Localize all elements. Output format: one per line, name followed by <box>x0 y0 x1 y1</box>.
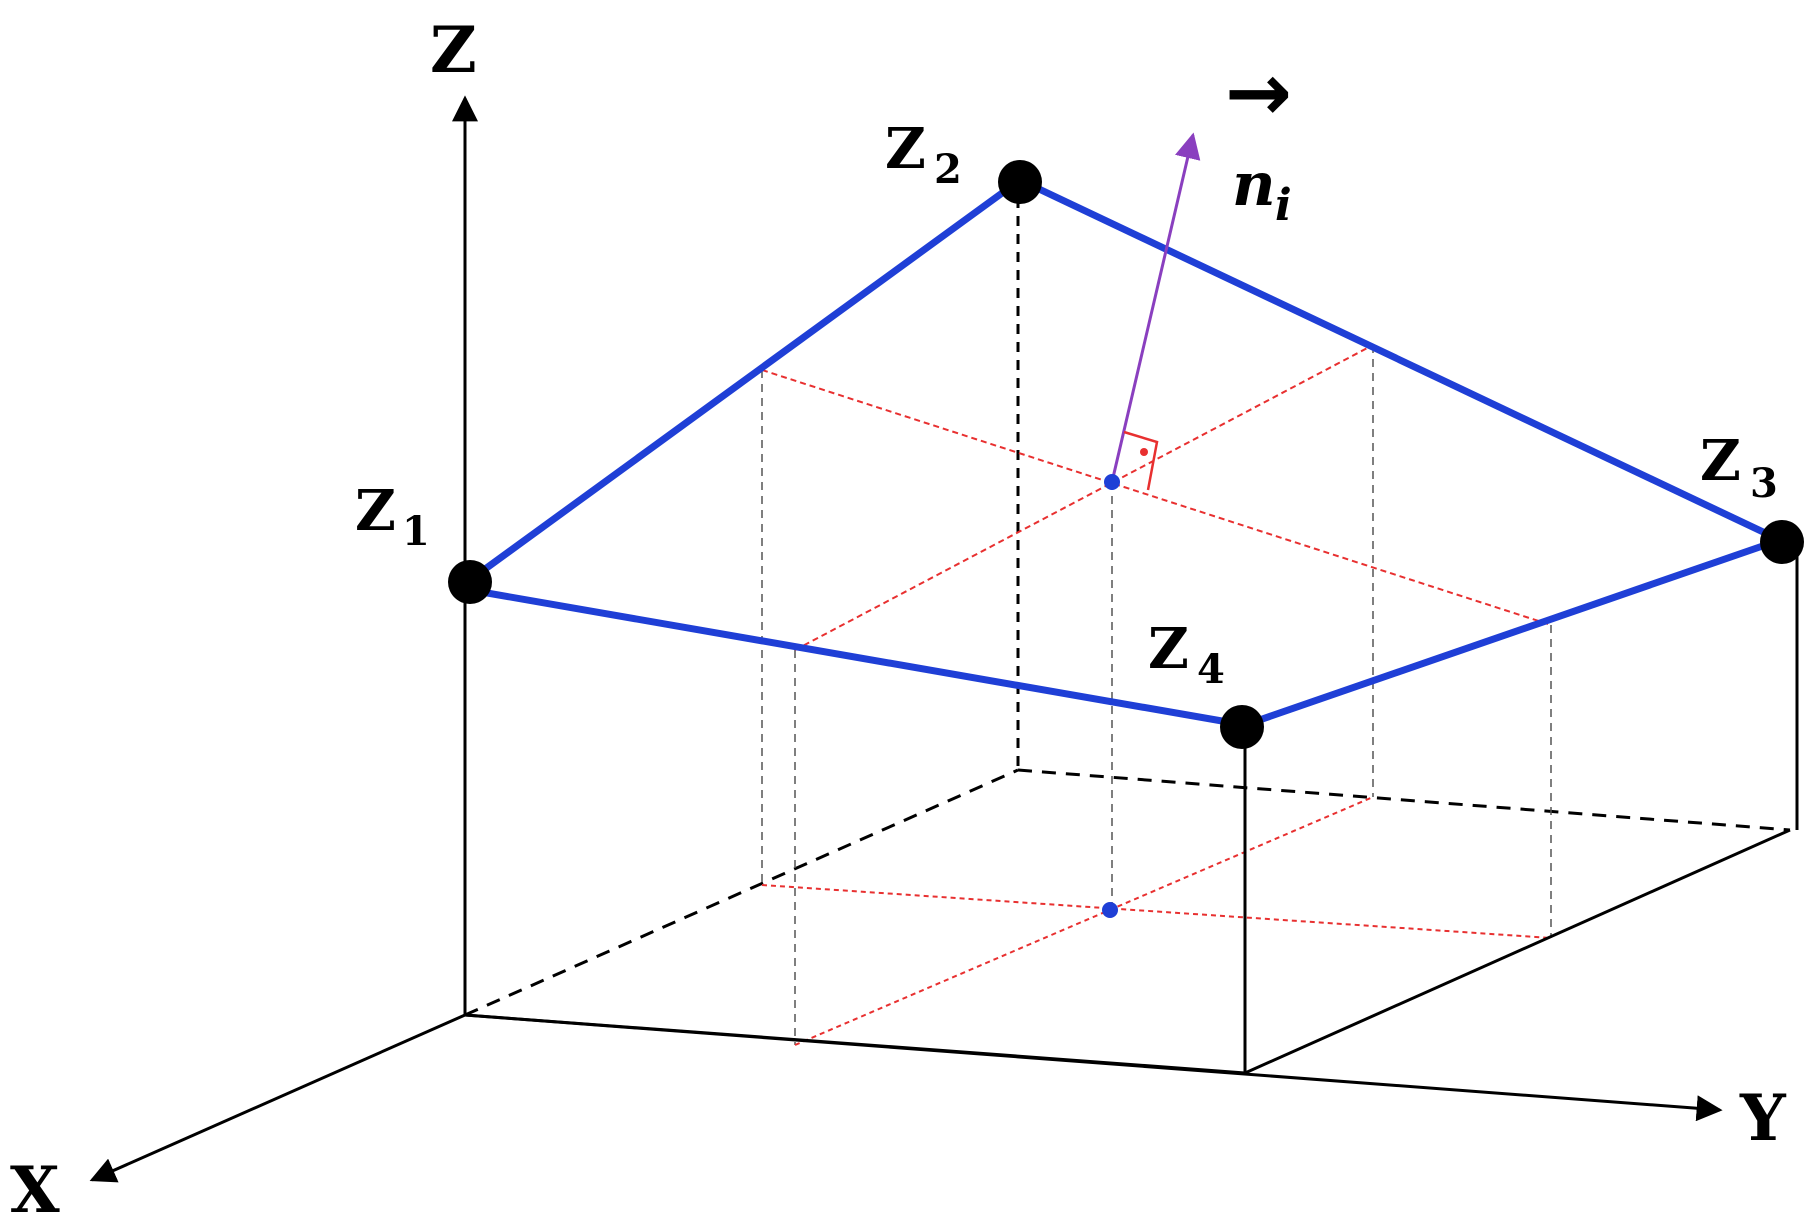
normal-vector-accent-icon: → <box>1225 46 1292 139</box>
y-axis-label: Y <box>1739 1081 1787 1156</box>
label-z2-sub: 2 <box>934 146 962 193</box>
label-normal: → n i <box>1225 46 1292 231</box>
vertex-z4 <box>1220 705 1264 749</box>
label-z4: Z 4 <box>1148 616 1225 693</box>
surface-center-point <box>1104 474 1120 490</box>
surface-grid-line <box>794 344 1374 651</box>
floor-edge-z2-z3 <box>1017 768 1791 832</box>
label-z1-sub: 1 <box>402 508 430 555</box>
z-axis-label: Z <box>430 13 477 88</box>
label-z3: Z 3 <box>1700 428 1778 507</box>
normal-vector <box>1110 132 1201 491</box>
floor-edge-z4-z3 <box>1244 828 1791 1075</box>
patch-edge-z3-z4 <box>1243 536 1782 729</box>
label-z2: Z 2 <box>885 116 962 193</box>
label-z4-sub: 4 <box>1197 646 1225 693</box>
label-z2-base: Z <box>885 116 926 182</box>
floor-center-point <box>1102 902 1118 918</box>
right-angle-dot-icon <box>1140 448 1148 456</box>
right-angle-icon <box>1123 430 1159 491</box>
label-z1-base: Z <box>355 478 396 544</box>
vertex-z3 <box>1760 520 1804 564</box>
floor-edge-z1-z2 <box>464 768 1019 1017</box>
normal-vector-arrow <box>1110 132 1201 483</box>
label-z4-base: Z <box>1148 616 1189 682</box>
x-axis-label: X <box>10 1153 60 1221</box>
vertex-z1 <box>448 560 492 604</box>
patch-edge-z2-z3 <box>1018 176 1782 544</box>
floor-back-edges <box>464 180 1791 1017</box>
x-axis <box>89 1013 466 1183</box>
surface-red-grid <box>761 344 1552 651</box>
floor-front-edges <box>464 540 1799 1075</box>
label-normal-base: n <box>1232 150 1276 220</box>
label-normal-sub: i <box>1275 180 1292 231</box>
label-z3-base: Z <box>1700 428 1741 494</box>
patch-edges <box>467 176 1782 729</box>
label-z1: Z 1 <box>355 478 430 555</box>
projection-lines <box>761 345 1552 1045</box>
floor-grid-line <box>761 884 1552 939</box>
y-axis <box>464 1013 1723 1122</box>
patch-edge-z1-z2 <box>467 177 1023 583</box>
vertices <box>448 160 1804 749</box>
vertex-z2 <box>998 160 1042 204</box>
floor-grid-line <box>794 796 1374 1046</box>
axes <box>89 95 1723 1183</box>
floor-red-grid <box>761 796 1552 1046</box>
surface-grid-line <box>761 369 1552 626</box>
label-z3-sub: 3 <box>1750 460 1778 507</box>
patch-edge-z4-z1 <box>469 586 1246 729</box>
